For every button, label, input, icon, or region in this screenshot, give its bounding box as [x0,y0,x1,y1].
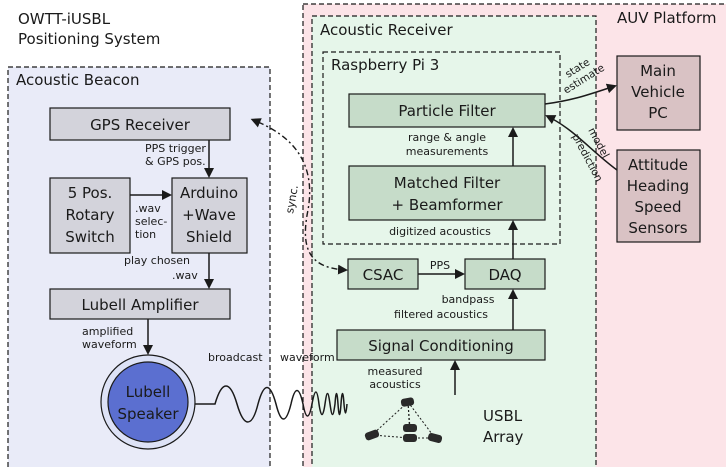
raspberry-pi-title: Raspberry Pi 3 [331,56,439,74]
digitized-label: digitized acoustics [389,225,491,238]
particle-filter-label: Particle Filter [398,102,496,120]
particle-filter-block [348,93,546,128]
acoustic-receiver-title: Acoustic Receiver [320,21,454,39]
signal-conditioning-label: Signal Conditioning [368,337,514,355]
rotary-switch-label-1: 5 Pos. [68,184,113,202]
amplified-label-1: amplified [82,325,133,338]
usbl-array-label-2: Array [483,428,524,446]
rotary-switch-label-2: Rotary [65,206,114,224]
lubell-speaker-label-2: Speaker [117,405,179,423]
usbl-array-label-1: USBL [483,407,523,425]
auv-platform-title: AUV Platform [617,9,717,27]
rotary-switch-label-3: Switch [65,228,115,246]
sensors-label-1: Attitude [628,156,688,174]
broadcast-waveform [194,385,348,423]
lubell-speaker [107,361,189,443]
broadcast-label: broadcast [208,351,263,364]
pps-trigger-label-2: & GPS pos. [145,155,206,168]
arduino-label-3: Shield [186,228,232,246]
main-pc-label-2: Vehicle [631,83,685,101]
pps-trigger-label-1: PPS trigger [145,142,206,155]
waveform-label: waveform [280,351,335,364]
matched-filter-block [348,165,546,221]
main-pc-label-1: Main [640,62,676,80]
sync-label: sync. [283,184,301,215]
system-title-line1: OWTT-iUSBL [18,10,111,28]
measured-label-2: acoustics [369,378,421,391]
daq-block [464,258,546,290]
sync-link [250,118,348,275]
edge-particle-to-main-pc [544,83,617,105]
pps-label: PPS [430,259,450,272]
matched-filter-label-2: + Beamformer [391,196,503,214]
lubell-amplifier-block [49,288,231,320]
play-chosen-label-2: .wav [172,269,198,282]
acoustic-beacon-title: Acoustic Beacon [16,71,139,89]
edge-sensors-to-particle [545,115,618,171]
range-angle-label-2: measurements [406,145,489,158]
main-pc-label-3: PC [648,104,668,122]
daq-label: DAQ [488,266,521,284]
lubell-speaker-label-1: Lubell [126,383,171,401]
wav-selection-label-1: .wav [135,202,161,215]
matched-filter-label-1: Matched Filter [394,174,501,192]
rotary-switch-block [49,177,131,254]
bandpass-label-2: filtered acoustics [394,308,488,321]
usbl-array-icon [364,397,443,444]
signal-conditioning-block [336,329,546,361]
main-vehicle-pc-block [616,55,701,131]
arduino-label-2: +Wave [182,206,236,224]
bandpass-label-1: bandpass [442,293,495,306]
arduino-label-1: Arduino [180,184,238,202]
arduino-block [171,177,248,254]
csac-label: CSAC [363,266,404,284]
wav-selection-label-2: selec- [135,215,167,228]
range-angle-label-1: range & angle [408,131,486,144]
sensors-block [616,149,701,243]
sensors-label-2: Heading [627,177,689,195]
gps-receiver-block [49,107,231,141]
amplified-label-2: waveform [82,338,137,351]
sensors-label-3: Speed [634,198,681,216]
csac-block [347,258,419,290]
play-chosen-label-1: play chosen [124,254,190,267]
measured-label-1: measured [368,365,423,378]
system-title-line2: Positioning System [18,30,160,48]
lubell-amplifier-label: Lubell Amplifier [81,296,199,314]
sensors-label-4: Sensors [628,219,687,237]
gps-receiver-label: GPS Receiver [90,116,191,134]
wav-selection-label-3: tion [135,228,156,241]
